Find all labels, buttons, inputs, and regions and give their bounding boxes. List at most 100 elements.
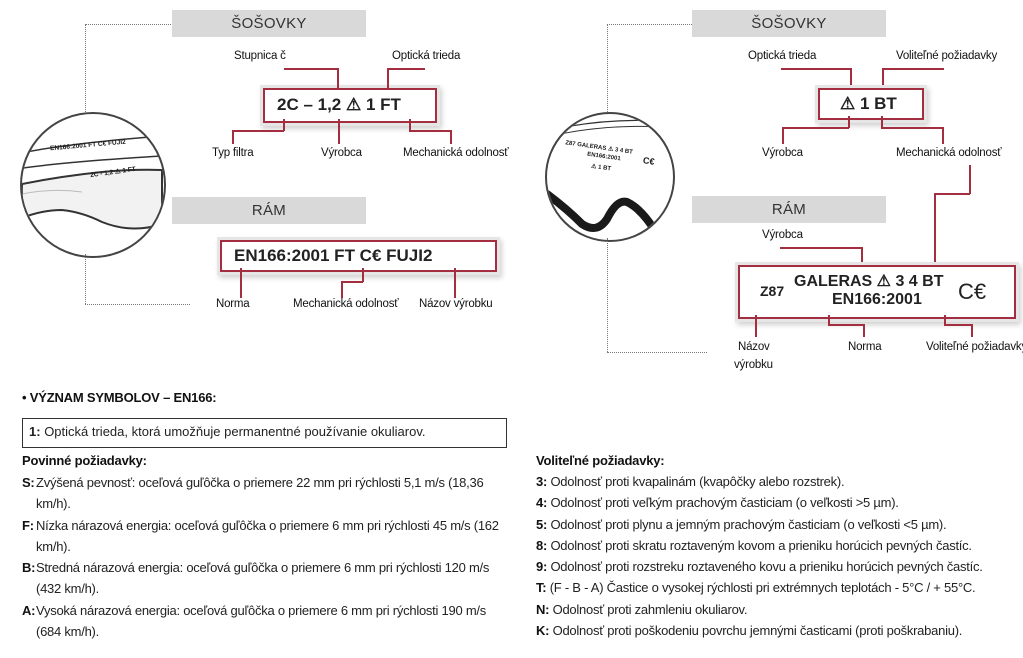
optional-item: 9: Odolnosť proti rozstreku roztaveného … — [536, 559, 983, 574]
label-norm: Norma — [216, 298, 250, 310]
label-frame-mechanical: Mechanická odolnosť — [293, 298, 399, 310]
frame-header: RÁM — [172, 197, 366, 224]
connector-line — [944, 315, 946, 325]
connector-line — [942, 127, 944, 144]
frame-marking-box-right: Z87 GALERAS ⚠ 3 4 BT EN166:2001 C€ — [738, 265, 1016, 319]
connector-line — [232, 130, 284, 132]
dotted-connector — [85, 304, 190, 305]
optional-item: T: (F - B - A) Častice o vysokej rýchlos… — [536, 580, 976, 595]
connector-line — [232, 130, 234, 144]
mandatory-key: A: — [22, 603, 36, 618]
connector-line — [848, 116, 850, 128]
connector-line — [828, 324, 864, 326]
connector-line — [944, 324, 972, 326]
connector-line — [780, 247, 862, 249]
optional-item: N: Odolnosť proti zahmleniu okuliarov. — [536, 602, 748, 617]
connector-line — [850, 68, 852, 90]
connector-line — [341, 281, 343, 298]
mandatory-text: Nízka nárazová energia: oceľová guľôčka … — [36, 518, 499, 554]
label-manufacturer: Výrobca — [321, 147, 362, 159]
connector-line — [362, 268, 364, 282]
connector-line — [863, 324, 865, 337]
goggle-ce: C€ — [642, 155, 656, 167]
frame-line-1: GALERAS ⚠ 3 4 BT — [794, 273, 944, 290]
connector-line — [338, 119, 340, 144]
frame-marking-box: EN166:2001 FT C€ FUJI2 — [220, 240, 497, 272]
label-filter-type: Typ filtra — [212, 147, 254, 159]
connector-line — [240, 268, 242, 298]
connector-line — [781, 68, 851, 70]
connector-line — [283, 119, 285, 131]
label-norm-right: Norma — [848, 341, 882, 353]
optional-title: Voliteľné požiadavky: — [536, 453, 665, 468]
connector-line — [284, 68, 338, 70]
label-mechanical-right: Mechanická odolnosť — [896, 147, 1002, 159]
connector-line — [755, 315, 757, 337]
mandatory-text: Stredná nárazová energia: oceľová guľôčk… — [36, 560, 490, 596]
optional-item: 8: Odolnosť proti skratu roztaveným kovo… — [536, 538, 972, 553]
legend-title: • VÝZNAM SYMBOLOV – EN166: — [22, 390, 217, 405]
connector-line — [450, 130, 452, 144]
dotted-connector — [607, 238, 608, 352]
connector-line — [882, 68, 944, 70]
optional-item: 5: Odolnosť proti plynu a jemným prachov… — [536, 517, 947, 532]
connector-line — [861, 247, 863, 267]
mandatory-title: Povinné požiadavky: — [22, 453, 147, 468]
optional-item: 4: Odolnosť proti veľkým prachovým časti… — [536, 495, 899, 510]
connector-line — [881, 127, 943, 129]
connector-line — [341, 281, 363, 283]
lens-marking-box: 2C – 1,2 ⚠ 1 FT — [263, 88, 437, 123]
connector-line — [828, 315, 830, 325]
mandatory-item: B: Stredná nárazová energia: oceľová guľ… — [22, 557, 510, 599]
frame-marking: EN166:2001 FT C€ FUJI2 — [234, 246, 433, 265]
connector-line — [387, 68, 425, 70]
optical-class-text: 1: Optická trieda, ktorá umožňuje perman… — [29, 424, 426, 439]
mandatory-key: B: — [22, 560, 36, 575]
connector-line — [882, 68, 884, 90]
label-frame-manufacturer-right: Výrobca — [762, 229, 803, 241]
label-manufacturer-right: Výrobca — [762, 147, 803, 159]
optional-item: 3: Odolnosť proti kvapalinám (kvapôčky a… — [536, 474, 845, 489]
mandatory-text: Zvýšená pevnosť: oceľová guľôčka o priem… — [36, 475, 484, 511]
label-optional-right: Voliteľné požiadavky — [896, 50, 998, 62]
dotted-connector — [85, 254, 86, 304]
lenses-header-right: ŠOŠOVKY — [692, 10, 886, 37]
connector-line — [409, 130, 451, 132]
connector-line — [971, 324, 973, 337]
frame-header-right: RÁM — [692, 196, 886, 223]
label-optical-class-right: Optická trieda — [748, 50, 817, 62]
label-product-name: Názov výrobku — [419, 298, 493, 310]
connector-line — [409, 119, 411, 131]
mandatory-item: A: Vysoká nárazová energia: oceľová guľô… — [22, 600, 510, 642]
connector-line — [387, 68, 389, 90]
optical-class-box: 1: Optická trieda, ktorá umožňuje perman… — [22, 418, 507, 448]
optical-class-desc: Optická trieda, ktorá umožňuje permanent… — [44, 424, 426, 439]
lens-marking-box-right: ⚠ 1 BT — [818, 88, 924, 120]
mandatory-item: S: Zvýšená pevnosť: oceľová guľôčka o pr… — [22, 472, 510, 514]
glasses-drawing — [22, 135, 163, 230]
mandatory-item: F: Nízka nárazová energia: oceľová guľôč… — [22, 515, 510, 557]
goggles-drawing — [547, 119, 673, 238]
mandatory-text: Vysoká nárazová energia: oceľová guľôčka… — [36, 603, 487, 639]
label-optical-class: Optická trieda — [392, 50, 461, 62]
mandatory-key: F: — [22, 518, 34, 533]
connector-line — [454, 268, 456, 298]
connector-line — [881, 116, 883, 128]
optical-class-key: 1: — [29, 424, 41, 439]
connector-line — [969, 165, 971, 194]
lens-marking-right: ⚠ 1 BT — [840, 94, 897, 113]
label-product-name-right-2: výrobku — [734, 359, 773, 371]
label-product-name-right-1: Názov — [738, 341, 770, 353]
dotted-connector — [85, 24, 173, 25]
label-optional-frame-right: Voliteľné požiadavky — [926, 341, 1023, 353]
dotted-connector — [607, 352, 707, 353]
dotted-connector — [607, 24, 692, 25]
optional-item: K: Odolnosť proti poškodeniu povrchu jem… — [536, 623, 963, 638]
mandatory-key: S: — [22, 475, 35, 490]
dotted-connector — [607, 24, 608, 112]
frame-ce: C€ — [958, 279, 987, 304]
frame-z87: Z87 — [760, 283, 785, 299]
label-scale-number: Stupnica č — [234, 50, 286, 62]
lens-marking: 2C – 1,2 ⚠ 1 FT — [277, 95, 401, 114]
connector-line — [782, 127, 784, 144]
